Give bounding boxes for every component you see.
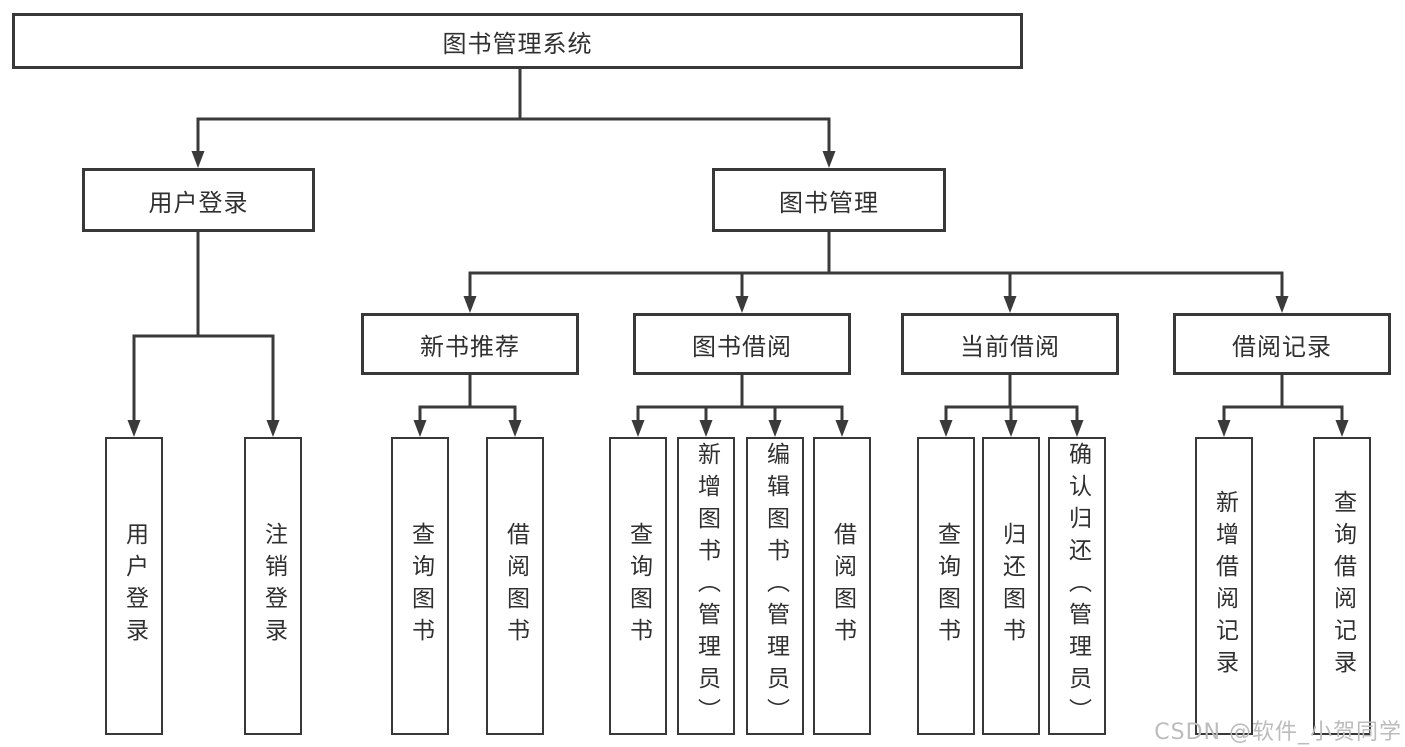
- node-nbr-borrow-books-label: 借阅图书: [502, 522, 529, 650]
- node-nbr-query-books: 查询图书: [391, 437, 449, 735]
- arrow-down-icon: [939, 420, 953, 437]
- node-bb-borrow-books-label: 借阅图书: [829, 522, 856, 650]
- arrow-down-icon: [1335, 420, 1349, 437]
- arrow-down-icon: [508, 420, 522, 437]
- node-br-query-record: 查询借阅记录: [1313, 437, 1371, 735]
- arrow-down-icon: [1004, 420, 1018, 437]
- arrow-down-icon: [1003, 296, 1017, 313]
- arrow-down-icon: [768, 420, 782, 437]
- arrow-down-icon: [631, 420, 645, 437]
- connector-book-mgmt-to-level2: [463, 232, 1289, 313]
- node-login: 用户登录: [105, 437, 163, 735]
- node-root-label: 图书管理系统: [442, 29, 593, 58]
- node-user-login-label: 用户登录: [148, 188, 249, 217]
- node-borrowing-records-label: 借阅记录: [1232, 332, 1332, 361]
- node-bb-query-books-label: 查询图书: [625, 522, 652, 650]
- arrow-down-icon: [699, 420, 713, 437]
- arrow-down-icon: [822, 151, 836, 168]
- arrow-down-icon: [1070, 420, 1084, 437]
- node-bb-borrow-books: 借阅图书: [813, 437, 871, 735]
- arrow-down-icon: [191, 151, 205, 168]
- node-br-add-record-label: 新增借阅记录: [1211, 490, 1238, 682]
- node-bb-add-books-label: 新增图书（管理员）: [693, 442, 720, 730]
- node-book-management-label: 图书管理: [779, 188, 879, 217]
- node-cb-confirm-return: 确认归还（管理员）: [1048, 437, 1106, 735]
- node-br-query-record-label: 查询借阅记录: [1329, 490, 1356, 682]
- node-book-borrowing-label: 图书借阅: [692, 332, 792, 361]
- arrow-down-icon: [835, 420, 849, 437]
- connector-user-login-to-leaves: [127, 232, 280, 437]
- node-bb-query-books: 查询图书: [609, 437, 667, 735]
- arrow-down-icon: [463, 296, 477, 313]
- node-cb-query-books-label: 查询图书: [933, 522, 960, 650]
- node-book-management: 图书管理: [712, 168, 946, 232]
- arrow-down-icon: [1275, 296, 1289, 313]
- node-new-book-recommend-label: 新书推荐: [420, 332, 520, 361]
- node-new-book-recommend: 新书推荐: [361, 313, 579, 375]
- node-logout-label: 注销登录: [260, 522, 287, 650]
- node-user-login: 用户登录: [82, 168, 315, 232]
- node-login-label: 用户登录: [121, 522, 148, 650]
- node-bb-add-books: 新增图书（管理员）: [677, 437, 735, 735]
- arrow-down-icon: [735, 296, 749, 313]
- node-cb-return-books: 归还图书: [982, 437, 1040, 735]
- node-current-borrowing: 当前借阅: [901, 313, 1119, 375]
- node-book-borrowing: 图书借阅: [633, 313, 851, 375]
- node-nbr-borrow-books: 借阅图书: [486, 437, 544, 735]
- csdn-watermark: CSDN @软件_小贺同学: [1154, 720, 1402, 745]
- node-nbr-query-books-label: 查询图书: [407, 522, 434, 650]
- node-cb-query-books: 查询图书: [917, 437, 975, 735]
- arrow-down-icon: [266, 420, 280, 437]
- connector-current-borrowing-to-leaves: [939, 375, 1084, 437]
- arrow-down-icon: [127, 420, 141, 437]
- connector-root-to-level1: [191, 68, 836, 168]
- connector-borrow-records-to-leaves: [1217, 375, 1349, 437]
- node-bb-edit-books: 编辑图书（管理员）: [746, 437, 804, 735]
- node-logout: 注销登录: [244, 437, 302, 735]
- node-br-add-record: 新增借阅记录: [1195, 437, 1253, 735]
- node-bb-edit-books-label: 编辑图书（管理员）: [762, 442, 789, 730]
- node-root: 图书管理系统: [12, 13, 1023, 69]
- node-cb-confirm-return-label: 确认归还（管理员）: [1064, 442, 1091, 730]
- connector-book-borrowing-to-leaves: [631, 375, 849, 437]
- node-cb-return-books-label: 归还图书: [998, 522, 1025, 650]
- connector-new-book-to-leaves: [413, 375, 522, 437]
- node-borrowing-records: 借阅记录: [1173, 313, 1391, 375]
- arrow-down-icon: [413, 420, 427, 437]
- node-current-borrowing-label: 当前借阅: [960, 332, 1060, 361]
- arrow-down-icon: [1217, 420, 1231, 437]
